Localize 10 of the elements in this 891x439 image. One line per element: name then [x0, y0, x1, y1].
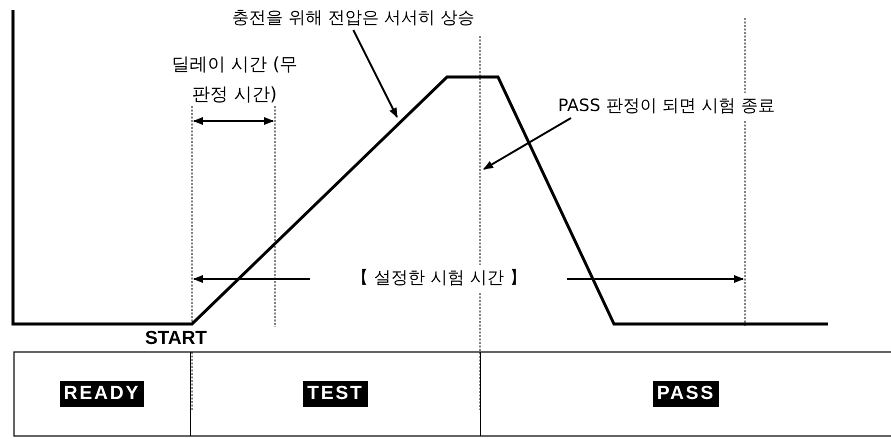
- status-label: TEST: [303, 381, 368, 407]
- annotation-text: 충전을 위해 전압은 서서히 상승: [232, 8, 475, 28]
- status-label: PASS: [652, 381, 720, 407]
- leader-arrow: [352, 30, 398, 118]
- leader-arrow: [483, 117, 572, 170]
- dimension-label: 딜레이 시간 (무판정 시간): [170, 53, 299, 107]
- dimension-label: 【 설정한 시험 시간 】: [350, 268, 528, 288]
- annotation-text: PASS 판정이 되면 시험 종료: [558, 96, 775, 116]
- status-label: READY: [60, 381, 144, 407]
- start-label: START: [145, 328, 207, 350]
